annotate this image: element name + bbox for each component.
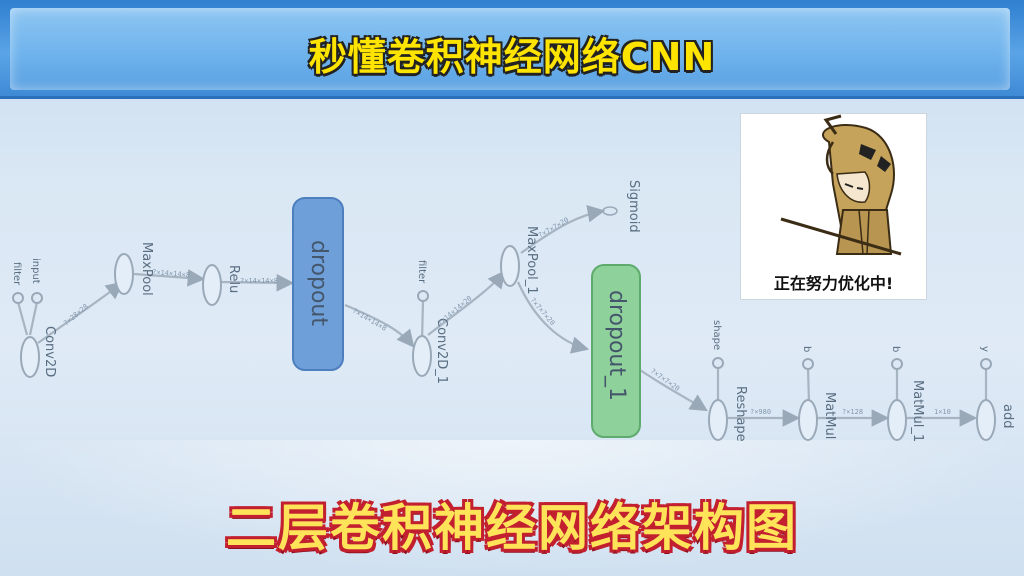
edge-relu-dropout [219, 273, 295, 292]
sigmoid-label: Sigmoid [626, 180, 641, 233]
matmul-label: MatMul [822, 392, 837, 439]
input-node-b [802, 358, 814, 370]
conv2d-1-label: Conv2D_1 [434, 318, 449, 384]
input-node-shape [712, 357, 724, 369]
op-node-conv2d [20, 336, 40, 378]
edge-dropout1-reshape [639, 369, 708, 412]
op-node-relu [202, 264, 222, 306]
op-node-conv2d-1 [412, 335, 432, 377]
edge-maxpool1-sigmoid [520, 204, 606, 254]
maxpool-1-label: MaxPool_1 [524, 226, 539, 295]
filter-label: filter [11, 262, 22, 286]
edge-label-reshape-matmul: ?×980 [750, 408, 771, 416]
page-title: 秒懂卷积神经网络CNN [308, 35, 716, 79]
op-node-matmul [798, 399, 818, 441]
op-node-add [976, 399, 996, 441]
conv2d-label: Conv2D [42, 326, 57, 377]
dropout-1-box [591, 264, 641, 438]
input-node-input [31, 292, 43, 304]
b-label: b [801, 346, 812, 352]
edge-label-relu-dropout: ?×14×14×8 [240, 277, 278, 285]
edge-conv2d1-maxpool1 [427, 270, 506, 336]
edge-label-maxpool1-dropout1: ?×7×7×20 [528, 296, 556, 327]
edge-maxpool-relu [133, 269, 206, 287]
edge-conv2d-maxpool [37, 281, 124, 344]
add-label: add [1000, 404, 1015, 428]
op-node-matmul-1 [887, 399, 907, 441]
sticker-caption: 正在努力优化中! [773, 274, 894, 293]
input-node-filter-1 [417, 290, 429, 302]
floor-glow [0, 440, 1024, 576]
op-node-maxpool [114, 253, 134, 295]
input-node-b-1 [891, 358, 903, 370]
edge-label-matmul1-add: 1×10 [934, 408, 951, 416]
filter-1-label: filter [416, 260, 427, 284]
edge-maxpool1-dropout1 [516, 281, 590, 354]
diagram-caption: 二层卷积神经网络架构图 [226, 499, 798, 557]
edge-label-maxpool1-sigmoid: ?×7×7×20 [537, 216, 570, 240]
y-label: y [979, 346, 990, 352]
op-node-sigmoid [602, 206, 618, 216]
relu-label: Relu [226, 265, 241, 293]
input-node-y [980, 358, 992, 370]
status-sticker: 正在努力优化中! [740, 113, 927, 300]
dropout-label: dropout [306, 240, 331, 326]
hooded-character-drawing-icon [780, 114, 902, 256]
op-node-reshape [708, 399, 728, 441]
maxpool-label: MaxPool [139, 242, 154, 296]
input-label: input [30, 258, 41, 284]
cnn-graph-diagram: dropout dropout_1 Conv2D MaxPool Relu Co… [11, 180, 1015, 442]
op-node-maxpool-1 [500, 245, 520, 287]
dropout-1-label: dropout_1 [604, 290, 629, 401]
b-1-label: b [890, 346, 901, 352]
edge-label-conv-maxpool1: ?×14×14×20 [436, 294, 473, 327]
header-panel [10, 8, 1010, 90]
edge-dropout-conv2d1 [344, 303, 415, 348]
matmul-1-label: MatMul_1 [910, 380, 925, 442]
shape-label: shape [711, 320, 722, 350]
edge-label-matmul-matmul1: ?×128 [842, 408, 863, 416]
dropout-box [292, 197, 344, 371]
reshape-label: Reshape [733, 386, 748, 442]
edge-label-maxpool-relu: ?×14×14×8 [152, 268, 190, 279]
input-node-filter [12, 292, 24, 304]
edge-label-dropout-conv: ?×14×14×8 [351, 307, 388, 333]
edge-label-conv-maxpool: ?×28×28 [62, 302, 90, 327]
header-banner [0, 0, 1024, 99]
